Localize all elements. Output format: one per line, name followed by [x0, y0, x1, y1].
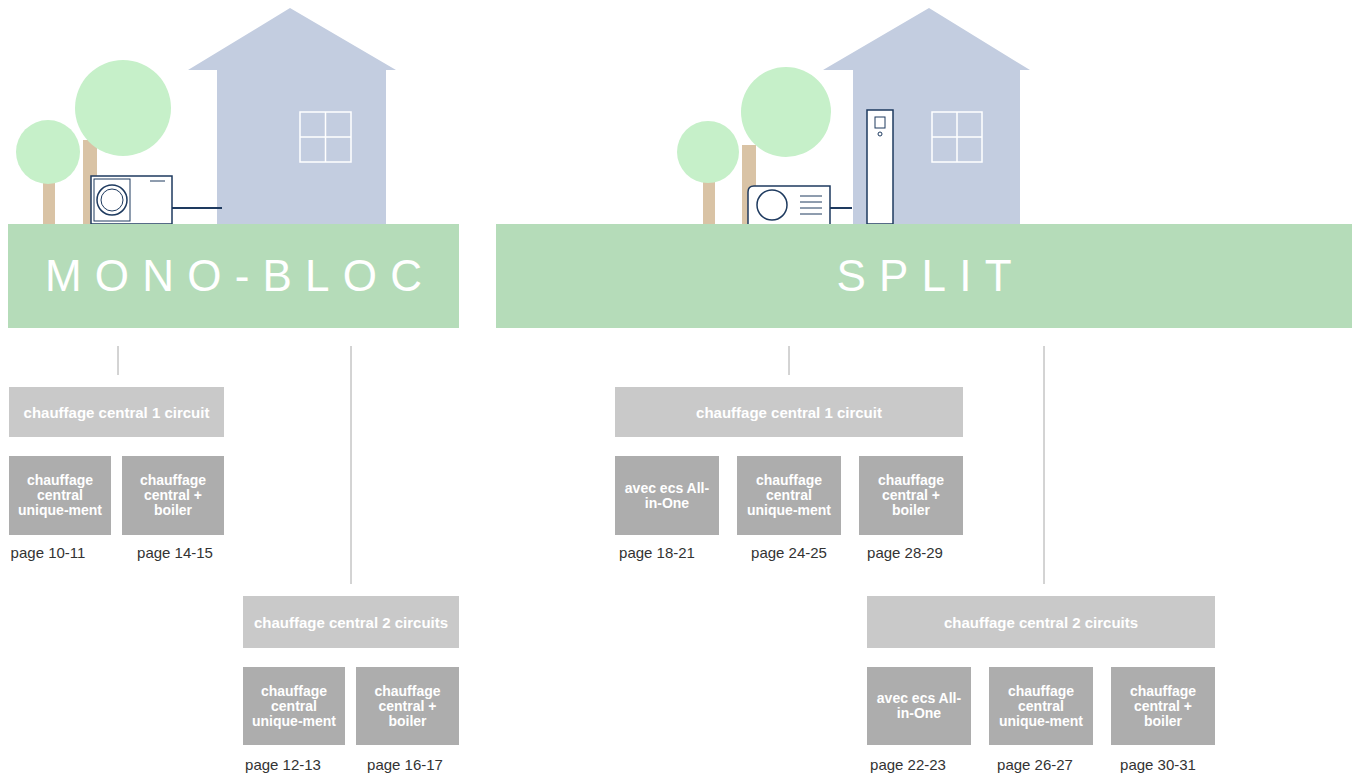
- page-reference: page 18-21: [619, 544, 695, 561]
- option-box: chauffage central unique-ment: [989, 667, 1093, 745]
- page-reference: page 16-17: [367, 756, 443, 773]
- option-box: chauffage central unique-ment: [737, 456, 841, 535]
- option-box: chauffage central unique-ment: [9, 456, 111, 535]
- box-label: MONO-BLOC: [45, 251, 435, 301]
- box-label: chauffage central 2 circuits: [944, 614, 1138, 631]
- page-reference: page 22-23: [870, 756, 946, 773]
- box-label: chauffage central + boiler: [128, 473, 218, 518]
- box-label: chauffage central + boiler: [865, 473, 957, 518]
- category-band: SPLIT: [496, 224, 1352, 328]
- box-label: chauffage central + boiler: [1117, 684, 1209, 729]
- page-reference: page 10-11: [11, 544, 86, 561]
- page-reference: page 24-25: [751, 544, 827, 561]
- branch-line: [351, 346, 352, 584]
- box-label: chauffage central + boiler: [362, 684, 453, 729]
- option-box: chauffage central unique-ment: [243, 667, 345, 745]
- box-label: chauffage central 2 circuits: [254, 614, 448, 631]
- box-label: chauffage central unique-ment: [743, 473, 835, 518]
- page-reference: page 12-13: [245, 756, 321, 773]
- group-box: chauffage central 2 circuits: [867, 596, 1215, 648]
- box-label: chauffage central 1 circuit: [24, 404, 210, 421]
- mono-house: [16, 8, 396, 224]
- page-reference: page 30-31: [1120, 756, 1196, 773]
- option-box: chauffage central + boiler: [1111, 667, 1215, 745]
- box-label: avec ecs All-in-One: [621, 481, 713, 511]
- page-reference: page 28-29: [867, 544, 943, 561]
- category-band: MONO-BLOC: [8, 224, 459, 328]
- option-box: avec ecs All-in-One: [867, 667, 971, 745]
- page-reference: page 14-15: [137, 544, 213, 561]
- box-label: chauffage central 1 circuit: [696, 404, 882, 421]
- group-box: chauffage central 1 circuit: [615, 387, 963, 437]
- option-box: chauffage central + boiler: [122, 456, 224, 535]
- box-label: SPLIT: [836, 251, 1024, 301]
- branch-line: [118, 346, 119, 375]
- option-box: chauffage central + boiler: [356, 667, 459, 745]
- option-box: avec ecs All-in-One: [615, 456, 719, 535]
- page-reference: page 26-27: [997, 756, 1073, 773]
- box-label: chauffage central unique-ment: [15, 473, 105, 518]
- split-house: [677, 8, 1030, 224]
- branch-line: [789, 346, 790, 375]
- group-box: chauffage central 1 circuit: [9, 387, 224, 437]
- box-label: avec ecs All-in-One: [873, 691, 965, 721]
- group-box: chauffage central 2 circuits: [243, 596, 459, 648]
- branch-line: [1044, 346, 1045, 584]
- box-label: chauffage central unique-ment: [249, 684, 339, 729]
- option-box: chauffage central + boiler: [859, 456, 963, 535]
- box-label: chauffage central unique-ment: [995, 684, 1087, 729]
